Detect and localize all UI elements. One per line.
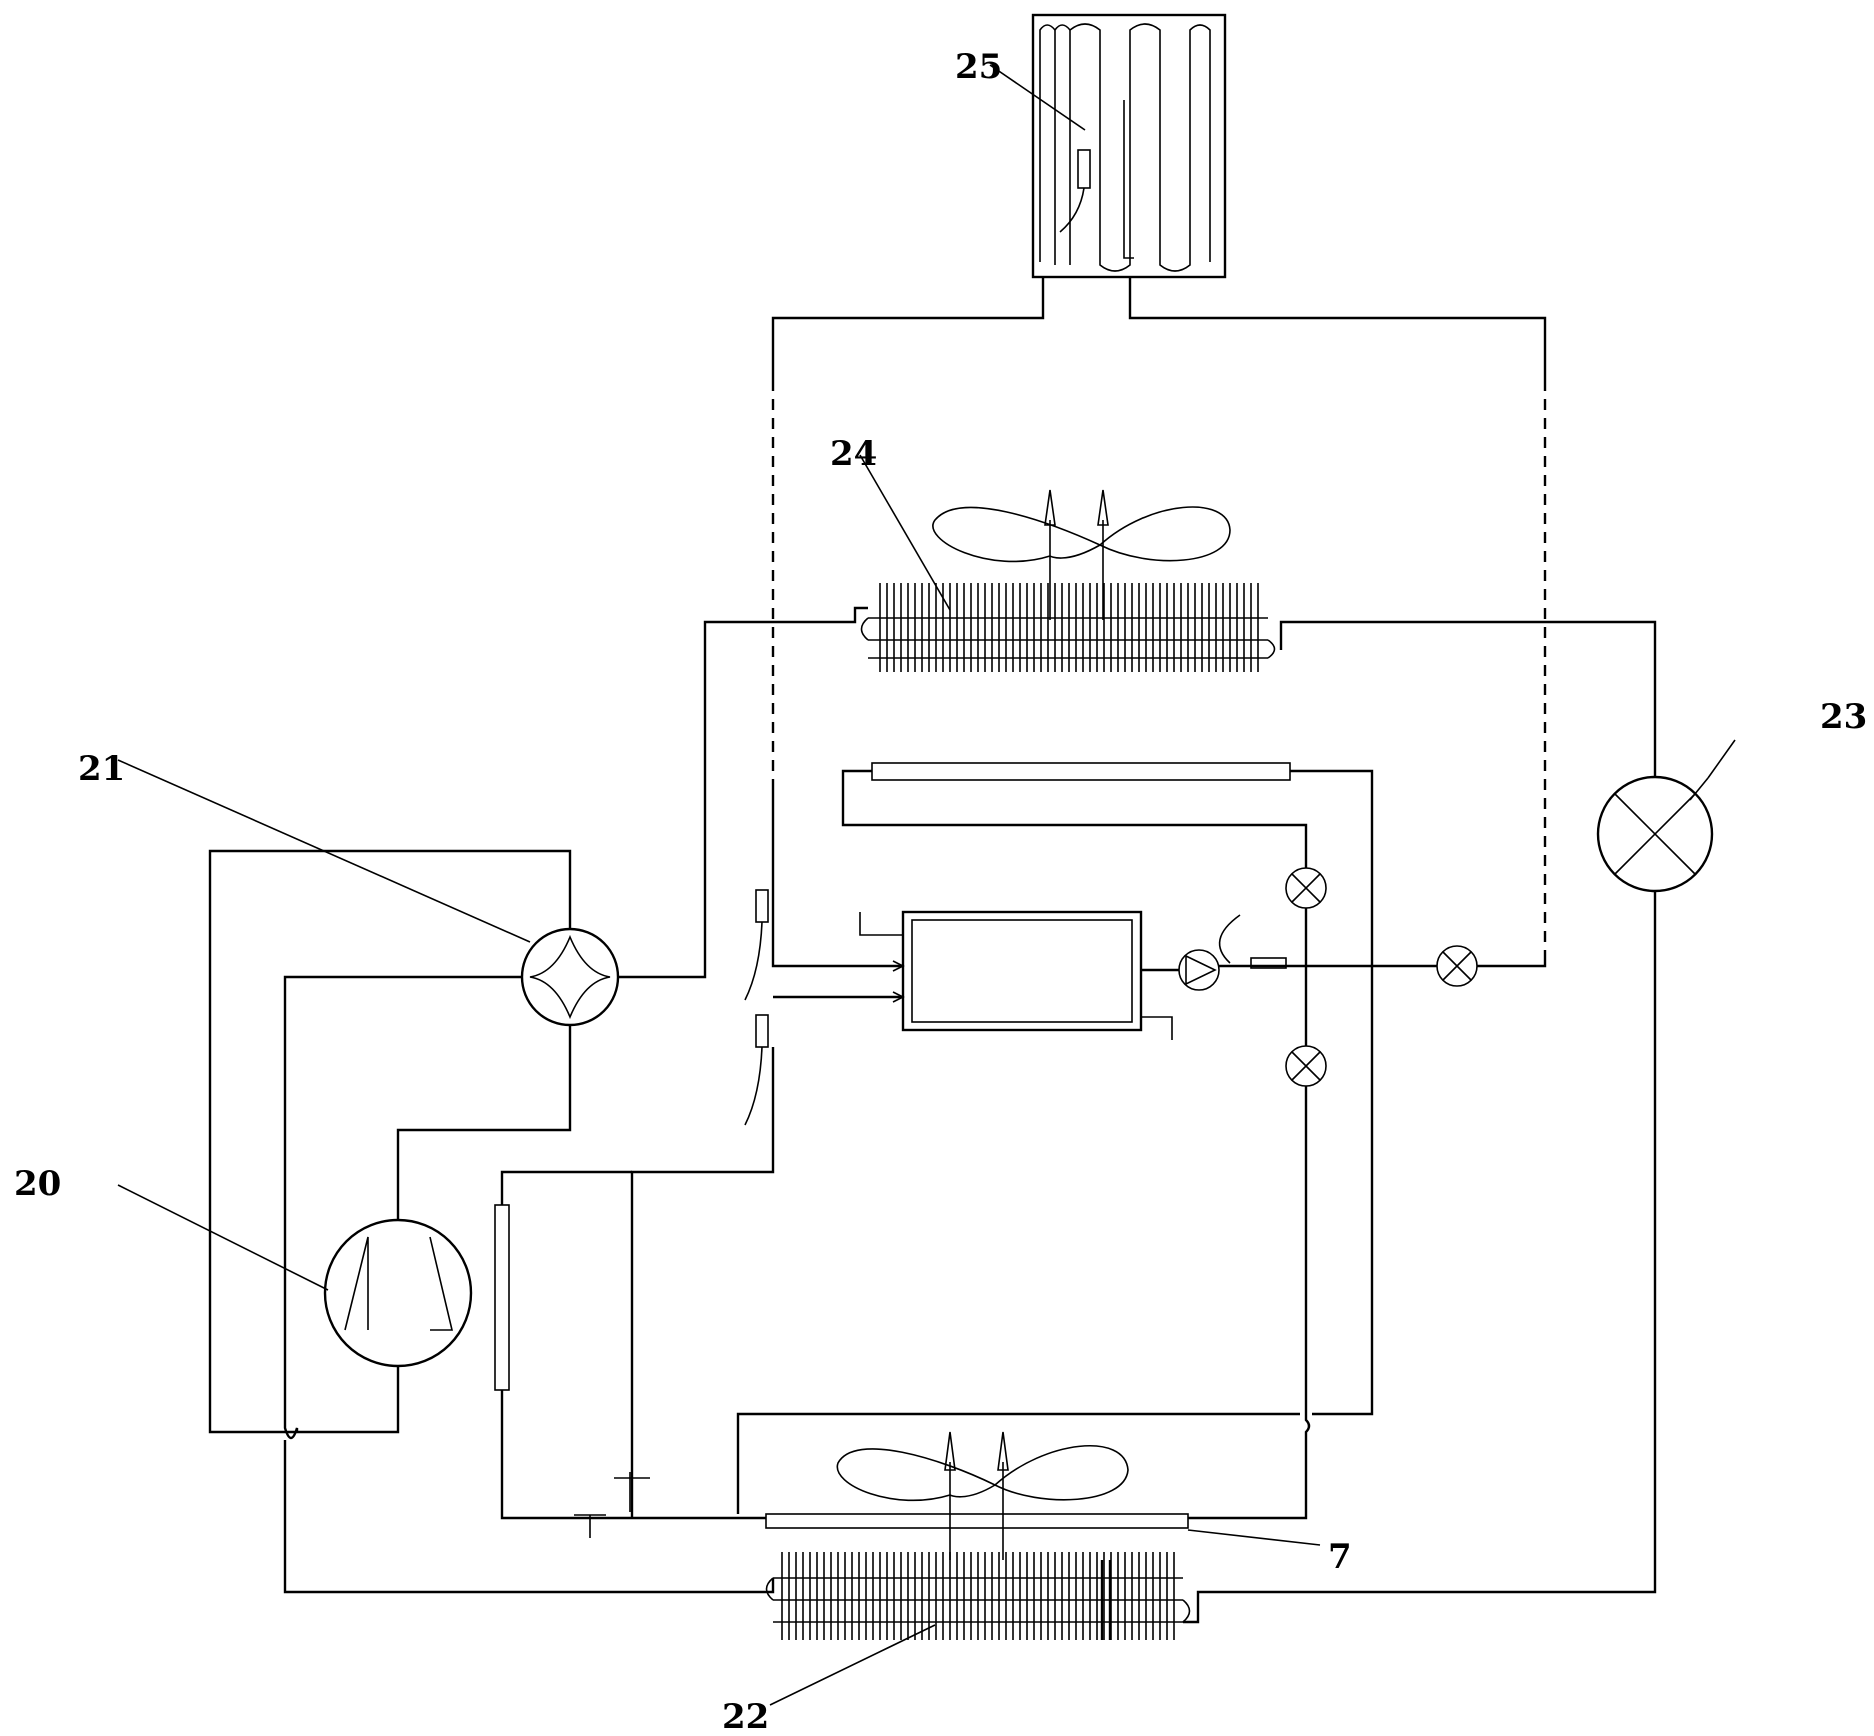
label-indoor-heat-exchanger: 24 [830, 434, 877, 474]
leader-lines [117, 64, 1736, 1706]
flow-sensor-icon [1250, 957, 1287, 969]
accumulator-tube [494, 1204, 510, 1391]
compressor [323, 1218, 473, 1368]
refrigerant-piping [208, 277, 1657, 1624]
valve-icon [1285, 1045, 1327, 1087]
water-tank [901, 910, 1143, 1032]
temperature-sensor-icon [755, 1014, 769, 1048]
panel-sensor-icon [1077, 149, 1091, 189]
valve-icon [1285, 867, 1327, 909]
label-four-way-valve: 21 [78, 749, 125, 789]
label-expansion-valve: 23 [1820, 697, 1867, 737]
indoor-heat-exchanger [860, 489, 1276, 672]
label-outdoor-heat-exchanger: 22 [722, 1697, 769, 1736]
label-radiant-panel: 25 [955, 47, 1002, 87]
temperature-sensor-icon [755, 889, 769, 923]
radiant-panel [1031, 13, 1227, 279]
receiver-tube [871, 762, 1291, 781]
indoor-fan-icon [932, 506, 1231, 563]
pump-icon [1178, 949, 1220, 991]
label-compressor: 20 [14, 1164, 61, 1204]
heater-strip [765, 1513, 1189, 1529]
outdoor-heat-exchanger [765, 1431, 1191, 1640]
valve-icon [1436, 945, 1478, 987]
outdoor-fan-icon [836, 1444, 1129, 1502]
four-way-valve [520, 927, 620, 1027]
label-heater: 7 [1328, 1537, 1352, 1577]
